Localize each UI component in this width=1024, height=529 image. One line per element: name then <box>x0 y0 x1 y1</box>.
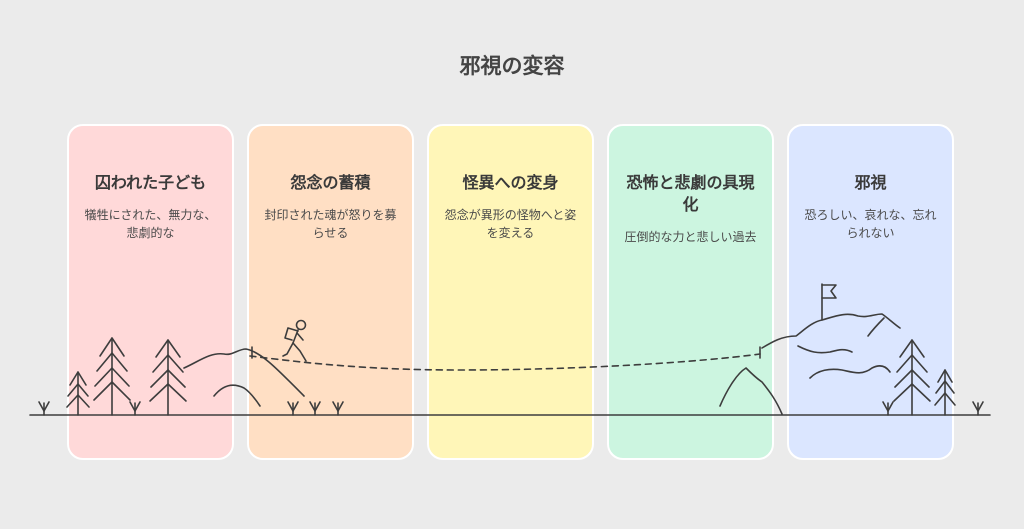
grass-icon <box>332 401 344 416</box>
grass-icon <box>287 401 299 416</box>
pine-tree-icon <box>93 337 131 416</box>
pine-tree-icon <box>934 369 956 416</box>
dashed-path <box>249 353 761 371</box>
stage-desc: 封印された魂が怒りを募らせる <box>264 208 397 240</box>
stage-desc: 恐ろしい、哀れな、忘れられない <box>804 208 937 240</box>
grass-icon <box>882 401 894 416</box>
grass-icon <box>129 401 141 416</box>
right-cliff <box>719 367 783 415</box>
stage-card-5: 邪視 恐ろしい、哀れな、忘れられない <box>787 124 954 460</box>
hiker-icon <box>282 319 307 362</box>
stage-card-3: 怪異への変身 怨念が異形の怪物へと姿を変える <box>427 124 594 460</box>
left-hill <box>183 348 305 397</box>
pine-tree-icon <box>893 339 931 416</box>
stage-title: 怪異への変身 <box>462 173 559 192</box>
left-hill-ridge <box>213 384 261 407</box>
mountain-ridge <box>809 365 891 379</box>
stage-title: 囚われた子ども <box>94 173 207 192</box>
grass-icon <box>38 401 50 416</box>
grass-icon <box>972 401 984 416</box>
stage-desc: 犠牲にされた、無力な、悲劇的な <box>84 208 217 240</box>
stage-desc: 圧倒的な力と悲しい過去 <box>624 230 757 244</box>
stage-title: 邪視 <box>854 173 887 192</box>
pine-tree-icon <box>66 371 90 416</box>
page-title: 邪視の変容 <box>459 54 565 78</box>
right-mountain <box>761 313 901 349</box>
stage-card-1: 囚われた子ども 犠牲にされた、無力な、悲劇的な <box>67 124 234 460</box>
stage-card-4: 恐怖と悲劇の具現化 圧倒的な力と悲しい過去 <box>607 124 774 460</box>
stage-title: 怨念の蓄積 <box>290 173 371 192</box>
mountain-ridge <box>797 345 853 354</box>
grass-icon <box>309 401 321 416</box>
stage-card-2: 怨念の蓄積 封印された魂が怒りを募らせる <box>247 124 414 460</box>
flag-icon <box>821 283 837 321</box>
stage-title: 恐怖と悲劇の具現化 <box>626 173 755 214</box>
pine-tree-icon <box>149 339 187 416</box>
stage-desc: 怨念が異形の怪物へと姿を変える <box>444 208 577 240</box>
